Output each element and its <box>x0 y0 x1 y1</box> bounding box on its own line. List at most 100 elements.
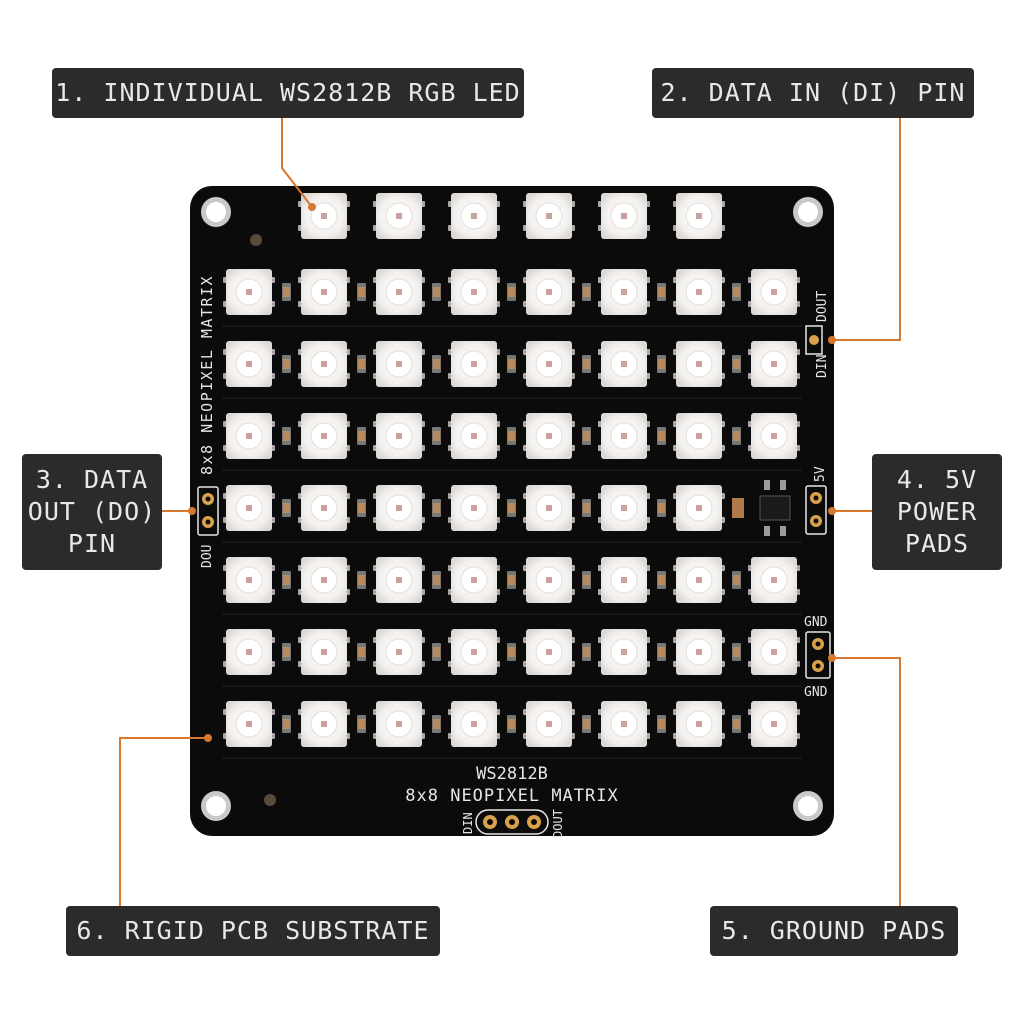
capacitor-r6-c4 <box>582 715 591 733</box>
led-r2-c1 <box>298 413 350 459</box>
bottom-header: DIN DOUT <box>461 809 565 838</box>
capacitor-r0-c5 <box>657 283 666 301</box>
led-r6-c0 <box>223 701 275 747</box>
capacitor-r0-c4 <box>582 283 591 301</box>
callout-led: 1. INDIVIDUAL WS2812B RGB LED <box>52 68 524 118</box>
leader-line-data-in <box>832 118 901 341</box>
callout-substrate-text: 6. RIGID PCB SUBSTRATE <box>76 916 430 945</box>
leader-lines <box>119 118 901 906</box>
capacitor-r0-c0 <box>282 283 291 301</box>
board-title-line2: 8x8 NEOPIXEL MATRIX <box>405 786 618 806</box>
led-r6-c3 <box>448 701 500 747</box>
led-r1-c7 <box>748 341 800 387</box>
led-r1-c4 <box>523 341 575 387</box>
capacitor-r4-c2 <box>432 571 441 589</box>
capacitor-r3-c0 <box>282 499 291 517</box>
led-r4-c2 <box>373 557 425 603</box>
capacitor-r5-c0 <box>282 643 291 661</box>
regulator <box>732 480 791 536</box>
led-r5-c5 <box>598 629 650 675</box>
capacitor-r3-c1 <box>357 499 366 517</box>
callout-power-line2: POWER <box>896 497 978 526</box>
led-r0-c7 <box>748 269 800 315</box>
capacitor-r6-c1 <box>357 715 366 733</box>
led-r3-c4 <box>523 485 575 531</box>
callout-power-line3: PADS <box>904 529 970 558</box>
led-r0-c1 <box>298 269 350 315</box>
led-r5-c2 <box>373 629 425 675</box>
capacitor-r3-c4 <box>582 499 591 517</box>
capacitor-r5-c1 <box>357 643 366 661</box>
capacitor-r4-c0 <box>282 571 291 589</box>
led-r6-c7 <box>748 701 800 747</box>
capacitor-r0-c6 <box>732 283 741 301</box>
capacitor-r6-c6 <box>732 715 741 733</box>
led-r0-c3 <box>448 269 500 315</box>
callout-data-out: 3. DATA OUT (DO) PIN <box>22 454 162 570</box>
capacitor-r2-c0 <box>282 427 291 445</box>
din-label: DIN <box>815 355 830 378</box>
led-r4-c3 <box>448 557 500 603</box>
board-title-line1: WS2812B <box>476 764 548 784</box>
callout-data-out-line2: OUT (DO) <box>27 497 157 526</box>
led-r6-c1 <box>298 701 350 747</box>
led-r4-c4 <box>523 557 575 603</box>
dou-label: DOU <box>200 545 215 568</box>
capacitor-r1-c5 <box>657 355 666 373</box>
mounting-holes <box>201 197 823 821</box>
capacitor-r2-c4 <box>582 427 591 445</box>
led-r6-c2 <box>373 701 425 747</box>
led-r0-c0 <box>223 269 275 315</box>
led-r6-c6 <box>673 701 725 747</box>
capacitor-r1-c0 <box>282 355 291 373</box>
capacitor-r6-c0 <box>282 715 291 733</box>
capacitor-r6-c5 <box>657 715 666 733</box>
led-r2-c4 <box>523 413 575 459</box>
led-r6-c4 <box>523 701 575 747</box>
bottom-dout-label: DOUT <box>551 809 565 838</box>
callout-data-in-text: 2. DATA IN (DI) PIN <box>660 78 966 107</box>
capacitor-r5-c3 <box>507 643 516 661</box>
capacitor-r1-c3 <box>507 355 516 373</box>
side-silkscreen-text: 8x8 NEOPIXEL MATRIX <box>198 275 216 475</box>
5v-label: 5V <box>813 466 828 482</box>
dout-label-top: DOUT <box>815 291 830 322</box>
bottom-din-label: DIN <box>461 812 475 834</box>
led-r0-c6 <box>673 269 725 315</box>
capacitor-r3-c2 <box>432 499 441 517</box>
led-r2-c7 <box>748 413 800 459</box>
led-r1-c5 <box>598 341 650 387</box>
capacitor-array <box>282 283 741 733</box>
led-r5-c4 <box>523 629 575 675</box>
led-r3-c2 <box>373 485 425 531</box>
led-top-4 <box>523 193 575 239</box>
capacitor-r0-c2 <box>432 283 441 301</box>
led-r2-c0 <box>223 413 275 459</box>
power-pads: 5V <box>805 466 828 535</box>
callout-data-out-line3: PIN <box>67 529 117 558</box>
capacitor-r1-c1 <box>357 355 366 373</box>
capacitor-r2-c3 <box>507 427 516 445</box>
led-r2-c3 <box>448 413 500 459</box>
led-r0-c4 <box>523 269 575 315</box>
led-r5-c1 <box>298 629 350 675</box>
led-r3-c5 <box>598 485 650 531</box>
led-r1-c0 <box>223 341 275 387</box>
gnd-label-bottom: GND <box>804 685 828 700</box>
leader-line-led <box>281 118 313 208</box>
led-r6-c5 <box>598 701 650 747</box>
capacitor-r5-c5 <box>657 643 666 661</box>
led-r1-c3 <box>448 341 500 387</box>
callout-ground-text: 5. GROUND PADS <box>721 916 947 945</box>
callout-ground: 5. GROUND PADS <box>710 906 958 956</box>
led-r2-c6 <box>673 413 725 459</box>
capacitor-r3-c3 <box>507 499 516 517</box>
capacitor-r1-c6 <box>732 355 741 373</box>
callout-power-line1: 4. 5V <box>896 465 978 494</box>
led-r5-c3 <box>448 629 500 675</box>
led-r4-c5 <box>598 557 650 603</box>
callout-data-in: 2. DATA IN (DI) PIN <box>652 68 974 118</box>
callout-substrate: 6. RIGID PCB SUBSTRATE <box>66 906 440 956</box>
capacitor-r2-c5 <box>657 427 666 445</box>
